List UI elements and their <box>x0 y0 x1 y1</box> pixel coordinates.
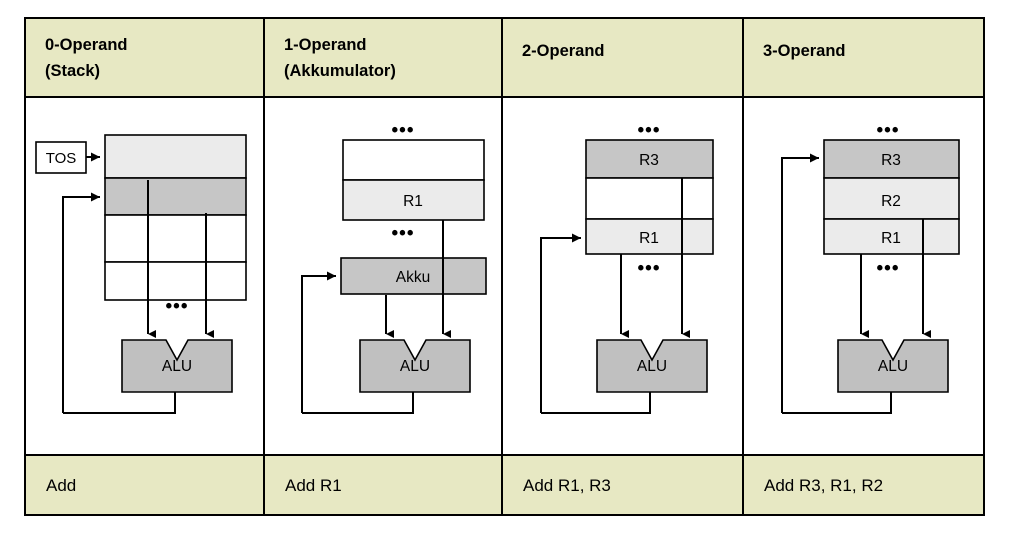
register-ellipsis-top-2: ••• <box>638 120 661 141</box>
header-title-2-line1: 2-Operand <box>522 42 605 60</box>
alu-shape-1 <box>359 339 471 393</box>
table-outer-border <box>24 17 985 516</box>
figure-stack-0-operand: TOS ••• ALU <box>35 134 247 414</box>
memory-ellipsis-top-1: ••• <box>392 120 415 141</box>
memory-cell-1-0 <box>342 139 485 181</box>
memory-cell-1-1 <box>342 179 485 221</box>
header-cell-3 <box>743 18 984 97</box>
header-labels: 0-Operand (Stack) 1-Operand (Akkumulator… <box>45 36 846 80</box>
alu-shape-2 <box>596 339 708 393</box>
register-cell-3-2 <box>823 218 960 255</box>
alu-shape-3 <box>837 339 949 393</box>
register-label-3-0: R3 <box>881 152 901 169</box>
instruction-label-0: Add <box>46 476 76 495</box>
register-ellipsis-bottom-3: ••• <box>877 258 900 279</box>
header-title-3-line1: 3-Operand <box>763 42 846 60</box>
instruction-cell-1 <box>264 455 502 515</box>
instruction-cell-2 <box>502 455 743 515</box>
stack-ellipsis-bottom-0: ••• <box>166 296 189 317</box>
header-cell-1 <box>264 18 502 97</box>
table-instruction-row <box>25 455 984 515</box>
header-title-1-line1: 1-Operand <box>284 36 367 54</box>
register-label-2-0: R3 <box>639 152 659 169</box>
register-label-3-2: R1 <box>881 230 901 247</box>
alu-result-return-path-3 <box>782 392 892 414</box>
register-label-3-1: R2 <box>881 193 901 210</box>
memory-ellipsis-bottom-1: ••• <box>392 223 415 244</box>
alu-result-return-path-0 <box>63 392 176 414</box>
header-title-0-line1: 0-Operand <box>45 36 128 54</box>
instruction-cell-3 <box>743 455 984 515</box>
alu-result-feedback-arrow-0 <box>62 192 100 413</box>
alu-label-0: ALU <box>162 358 192 375</box>
alu-label-2: ALU <box>637 358 667 375</box>
stack-cell-0-1 <box>104 177 247 216</box>
table-grid <box>24 17 985 516</box>
tos-pointer-label: TOS <box>46 150 77 167</box>
alu-shape-0 <box>121 339 233 393</box>
register-ellipsis-top-3: ••• <box>877 120 900 141</box>
header-title-1-line2: (Akkumulator) <box>284 62 396 80</box>
register-label-2-2: R1 <box>639 230 659 247</box>
figure-accumulator-1-operand: ••• R1 ••• Akku ALU <box>301 120 487 414</box>
figure-registers-3-operand: ••• R3 R2 R1 ••• ALU <box>781 120 960 414</box>
alu-label-3: ALU <box>878 358 908 375</box>
memory-cell-label-1-1: R1 <box>403 193 423 210</box>
register-cell-3-1 <box>823 177 960 220</box>
register-cell-2-2 <box>585 218 714 255</box>
register-ellipsis-bottom-2: ••• <box>638 258 661 279</box>
instruction-label-3: Add R3, R1, R2 <box>764 476 883 495</box>
figure-registers-2-operand: ••• R3 R1 ••• ALU <box>540 120 714 414</box>
stack-cell-0-3 <box>104 261 247 301</box>
header-cell-2 <box>502 18 743 97</box>
instruction-labels: Add Add R1 Add R1, R3 Add R3, R1, R2 <box>46 476 883 495</box>
alu-result-feedback-arrow-2 <box>540 233 581 413</box>
stack-cell-0-0 <box>104 134 247 179</box>
alu-label-1: ALU <box>400 358 430 375</box>
table-header-row <box>25 18 984 97</box>
alu-result-return-path-2 <box>541 392 651 414</box>
accumulator-box-1 <box>340 257 487 295</box>
instruction-cell-0 <box>25 455 264 515</box>
register-cell-2-1 <box>585 177 714 220</box>
accumulator-label-1: Akku <box>396 269 430 286</box>
stack-cell-0-2 <box>104 214 247 263</box>
header-title-0-line2: (Stack) <box>45 62 100 80</box>
alu-result-feedback-arrow-1 <box>301 271 336 413</box>
alu-result-feedback-arrow-3 <box>781 153 819 413</box>
instruction-label-1: Add R1 <box>285 476 342 495</box>
header-cell-0 <box>25 18 264 97</box>
alu-result-return-path-1 <box>302 392 414 414</box>
instruction-label-2: Add R1, R3 <box>523 476 611 495</box>
